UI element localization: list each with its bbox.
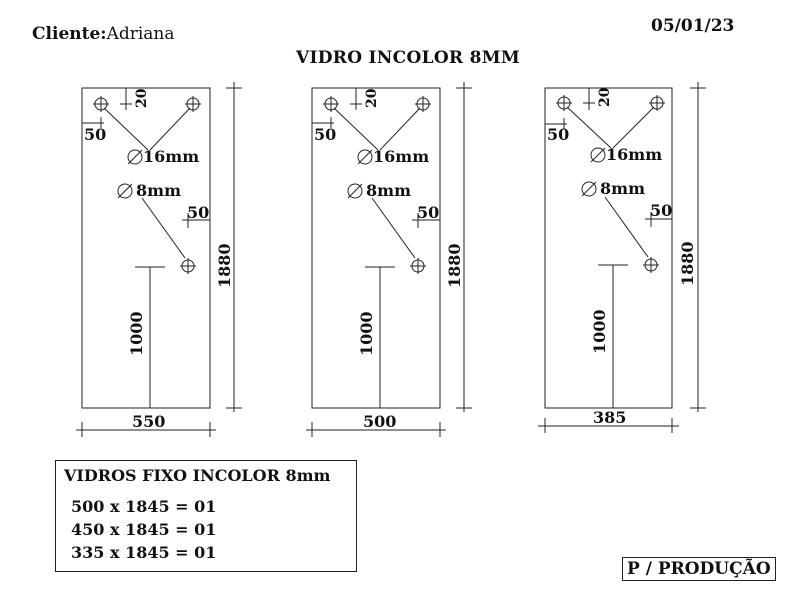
hole-top-left-icon (323, 96, 339, 112)
hole-top-right-icon (649, 95, 665, 111)
dim-top-label: 20 (597, 87, 613, 107)
dim-handle-label: 50 (650, 201, 672, 220)
dim-side-label: 50 (314, 125, 336, 144)
panel-height-label: 1880 (445, 243, 464, 288)
hole-top-right-icon (415, 96, 431, 112)
hole-handle-icon (643, 257, 659, 273)
leader-line (141, 197, 186, 259)
hinge-height-label: 1000 (127, 311, 146, 356)
client-field: Cliente:Adriana (32, 24, 175, 44)
spec-line: 450 x 1845 = 01 (71, 520, 217, 539)
date: 05/01/23 (651, 16, 735, 36)
glass-panel-3 (538, 82, 706, 433)
dim-side-label: 50 (84, 125, 106, 144)
leader-line (379, 107, 421, 151)
dim-handle-label: 50 (417, 203, 439, 222)
diameter-icon (127, 149, 143, 165)
leader-line (103, 107, 149, 151)
leader-line (371, 197, 416, 259)
panel-outline (311, 87, 441, 409)
hole-handle-icon (180, 258, 196, 274)
hole-top-right-icon (185, 96, 201, 112)
diameter-icon (347, 183, 363, 199)
hole-small-label: 8mm (600, 179, 645, 198)
hole-small-label: 8mm (136, 181, 181, 200)
hole-top-left-icon (93, 96, 109, 112)
panel-height-label: 1880 (678, 241, 697, 286)
leader-line (566, 106, 612, 149)
diameter-icon (590, 147, 606, 163)
hole-large-label: 16mm (606, 145, 662, 164)
leader-line (149, 107, 191, 151)
diameter-icon (117, 183, 133, 199)
spec-title: VIDROS FIXO INCOLOR 8mm (64, 466, 331, 485)
panel-height-label: 1880 (215, 243, 234, 288)
dim-handle-label: 50 (187, 203, 209, 222)
spec-line: 335 x 1845 = 01 (71, 543, 217, 562)
production-stamp: P / PRODUÇÃO (622, 557, 776, 581)
panel-outline (544, 87, 673, 409)
hinge-height-label: 1000 (357, 311, 376, 356)
panel-width-label: 500 (363, 412, 396, 431)
panel-outline (81, 87, 211, 409)
diameter-icon (581, 181, 597, 197)
hole-small-label: 8mm (366, 181, 411, 200)
glass-panel-1 (76, 82, 242, 437)
glass-panel-2 (306, 82, 472, 437)
dim-side-label: 50 (547, 125, 569, 144)
hole-large-label: 16mm (373, 147, 429, 166)
client-label: Cliente: (32, 24, 107, 44)
spec-line: 500 x 1845 = 01 (71, 497, 217, 516)
diameter-icon (357, 149, 373, 165)
leader-line (612, 106, 655, 149)
hinge-height-label: 1000 (590, 309, 609, 354)
leader-line (604, 196, 649, 258)
panel-width-label: 385 (593, 408, 626, 427)
leader-line (333, 107, 379, 151)
hole-large-label: 16mm (143, 147, 199, 166)
client-name: Adriana (106, 24, 175, 44)
spec-box: VIDROS FIXO INCOLOR 8mm 500 x 1845 = 01 … (55, 460, 357, 572)
panel-width-label: 550 (132, 412, 165, 431)
dim-top-label: 20 (364, 88, 380, 108)
dim-top-label: 20 (134, 88, 150, 108)
hole-top-left-icon (556, 95, 572, 111)
hole-handle-icon (410, 258, 426, 274)
page-title: VIDRO INCOLOR 8MM (296, 48, 520, 68)
